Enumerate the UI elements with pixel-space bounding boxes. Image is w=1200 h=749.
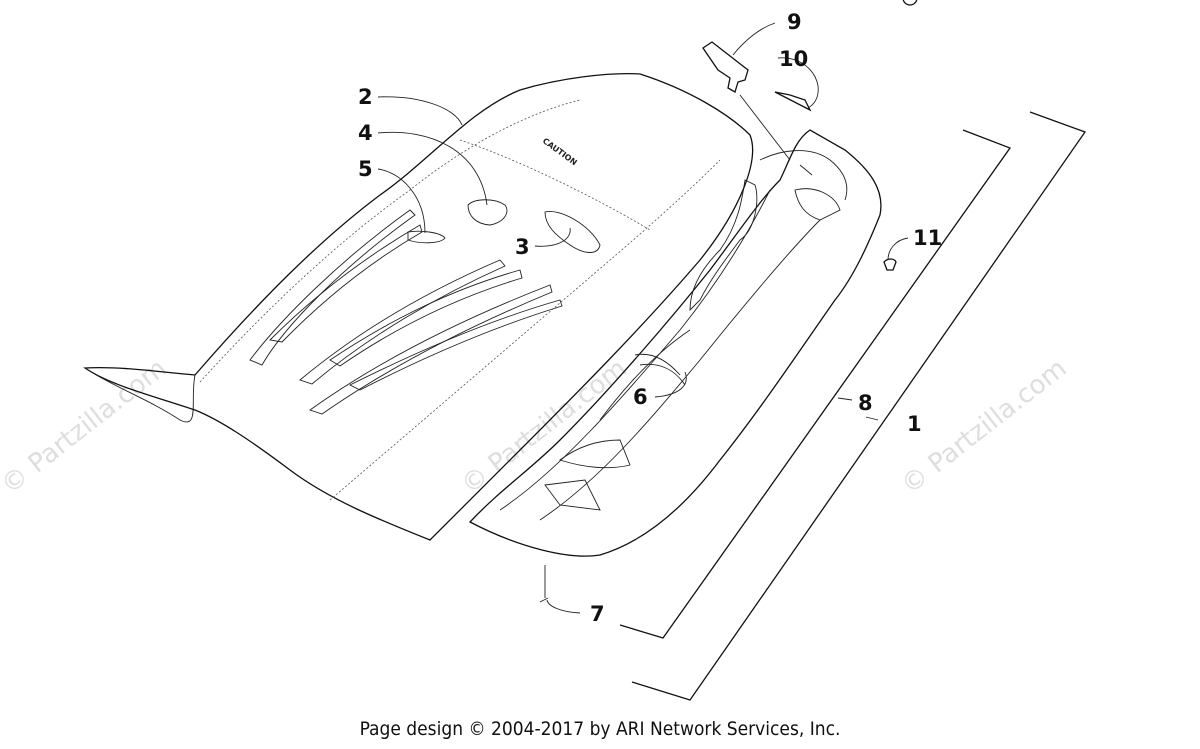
callout-4: 4	[358, 121, 373, 145]
part-6	[634, 353, 686, 386]
callouts: 1 2 3 4 5 6 7 8 9 10 11	[358, 10, 942, 626]
watermark: © Partzilla.com	[896, 353, 1073, 500]
callout-9: 9	[787, 10, 802, 34]
registered-mark	[902, 0, 918, 6]
callout-2: 2	[358, 85, 373, 109]
patch-4	[467, 199, 508, 226]
leader-lines	[377, 22, 1087, 701]
seat-label: CAUTION	[541, 136, 579, 167]
callout-5: 5	[358, 157, 373, 181]
part-10-clip	[774, 91, 812, 112]
callout-6: 6	[633, 385, 648, 409]
callout-7: 7	[590, 602, 605, 626]
callout-1: 1	[907, 412, 922, 436]
part-11-fastener	[883, 258, 897, 271]
watermark: © Partzilla.com	[456, 353, 633, 500]
part-7	[539, 565, 549, 603]
callout-8: 8	[858, 391, 873, 415]
watermark: © Partzilla.com	[0, 353, 172, 500]
part-9-bracket	[702, 41, 749, 93]
callout-10: 10	[779, 47, 808, 71]
seat-cover-outline	[83, 73, 754, 541]
callout-11: 11	[913, 226, 942, 250]
patch-3	[544, 210, 601, 253]
copyright-footer: Page design © 2004-2017 by ARI Network S…	[359, 718, 841, 740]
patch-5	[407, 230, 446, 244]
callout-3: 3	[515, 235, 530, 259]
seat-assembly-drawing: CAUTION	[83, 41, 897, 603]
